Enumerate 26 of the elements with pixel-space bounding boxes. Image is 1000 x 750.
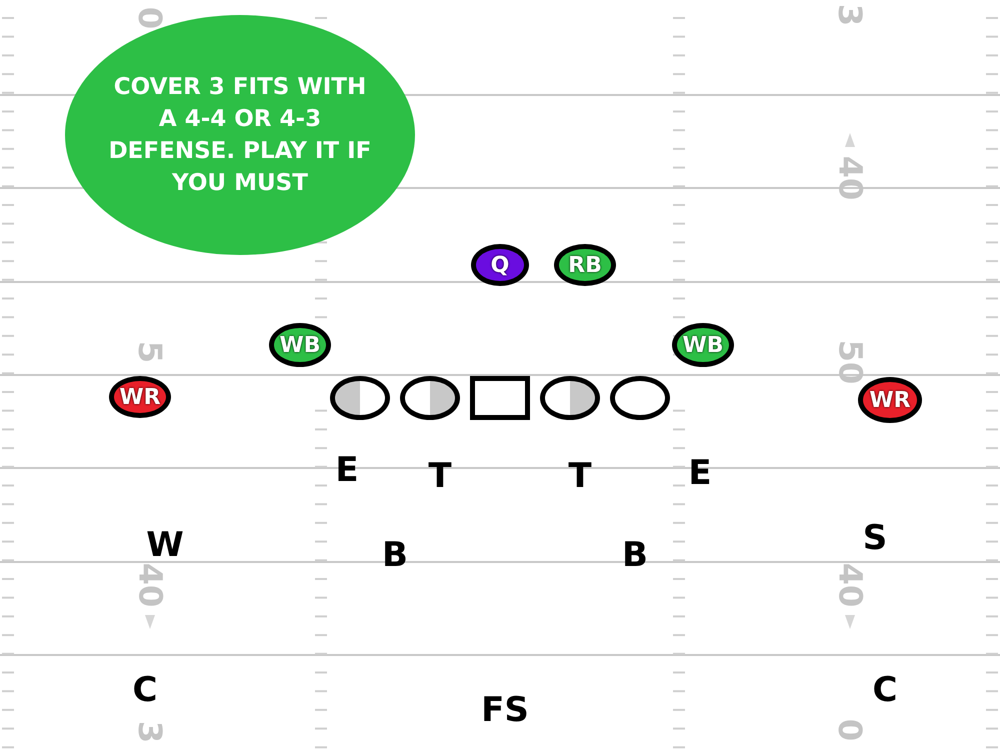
- defender-letter: E: [335, 453, 359, 487]
- player-marker: Q: [471, 244, 529, 286]
- lineman-ellipse: [610, 376, 670, 420]
- player-marker: WB: [672, 323, 734, 367]
- defender-letter: B: [622, 538, 648, 572]
- defender-letter: B: [382, 538, 408, 572]
- defender-letter: C: [872, 673, 898, 707]
- defender-letter: W: [146, 528, 184, 562]
- yard-number: 5: [134, 340, 166, 364]
- player-marker: WR: [109, 376, 171, 418]
- yard-number: 40: [834, 156, 866, 200]
- defender-letter: E: [688, 456, 712, 490]
- yard-number: 3: [134, 720, 166, 744]
- lineman-ellipse: [330, 376, 390, 420]
- defender-letter: T: [428, 459, 452, 493]
- player-marker: RB: [554, 244, 616, 286]
- defender-letter: C: [132, 673, 158, 707]
- yard-number: 3: [834, 4, 866, 26]
- yard-number: 40: [834, 562, 866, 608]
- player-marker: WB: [269, 323, 331, 367]
- yard-number: 0: [834, 718, 866, 742]
- center-box: [470, 376, 530, 420]
- defender-letter: T: [568, 459, 592, 493]
- defender-letter: FS: [481, 693, 529, 727]
- defender-letter: S: [862, 521, 888, 555]
- yard-number: 40: [134, 562, 166, 608]
